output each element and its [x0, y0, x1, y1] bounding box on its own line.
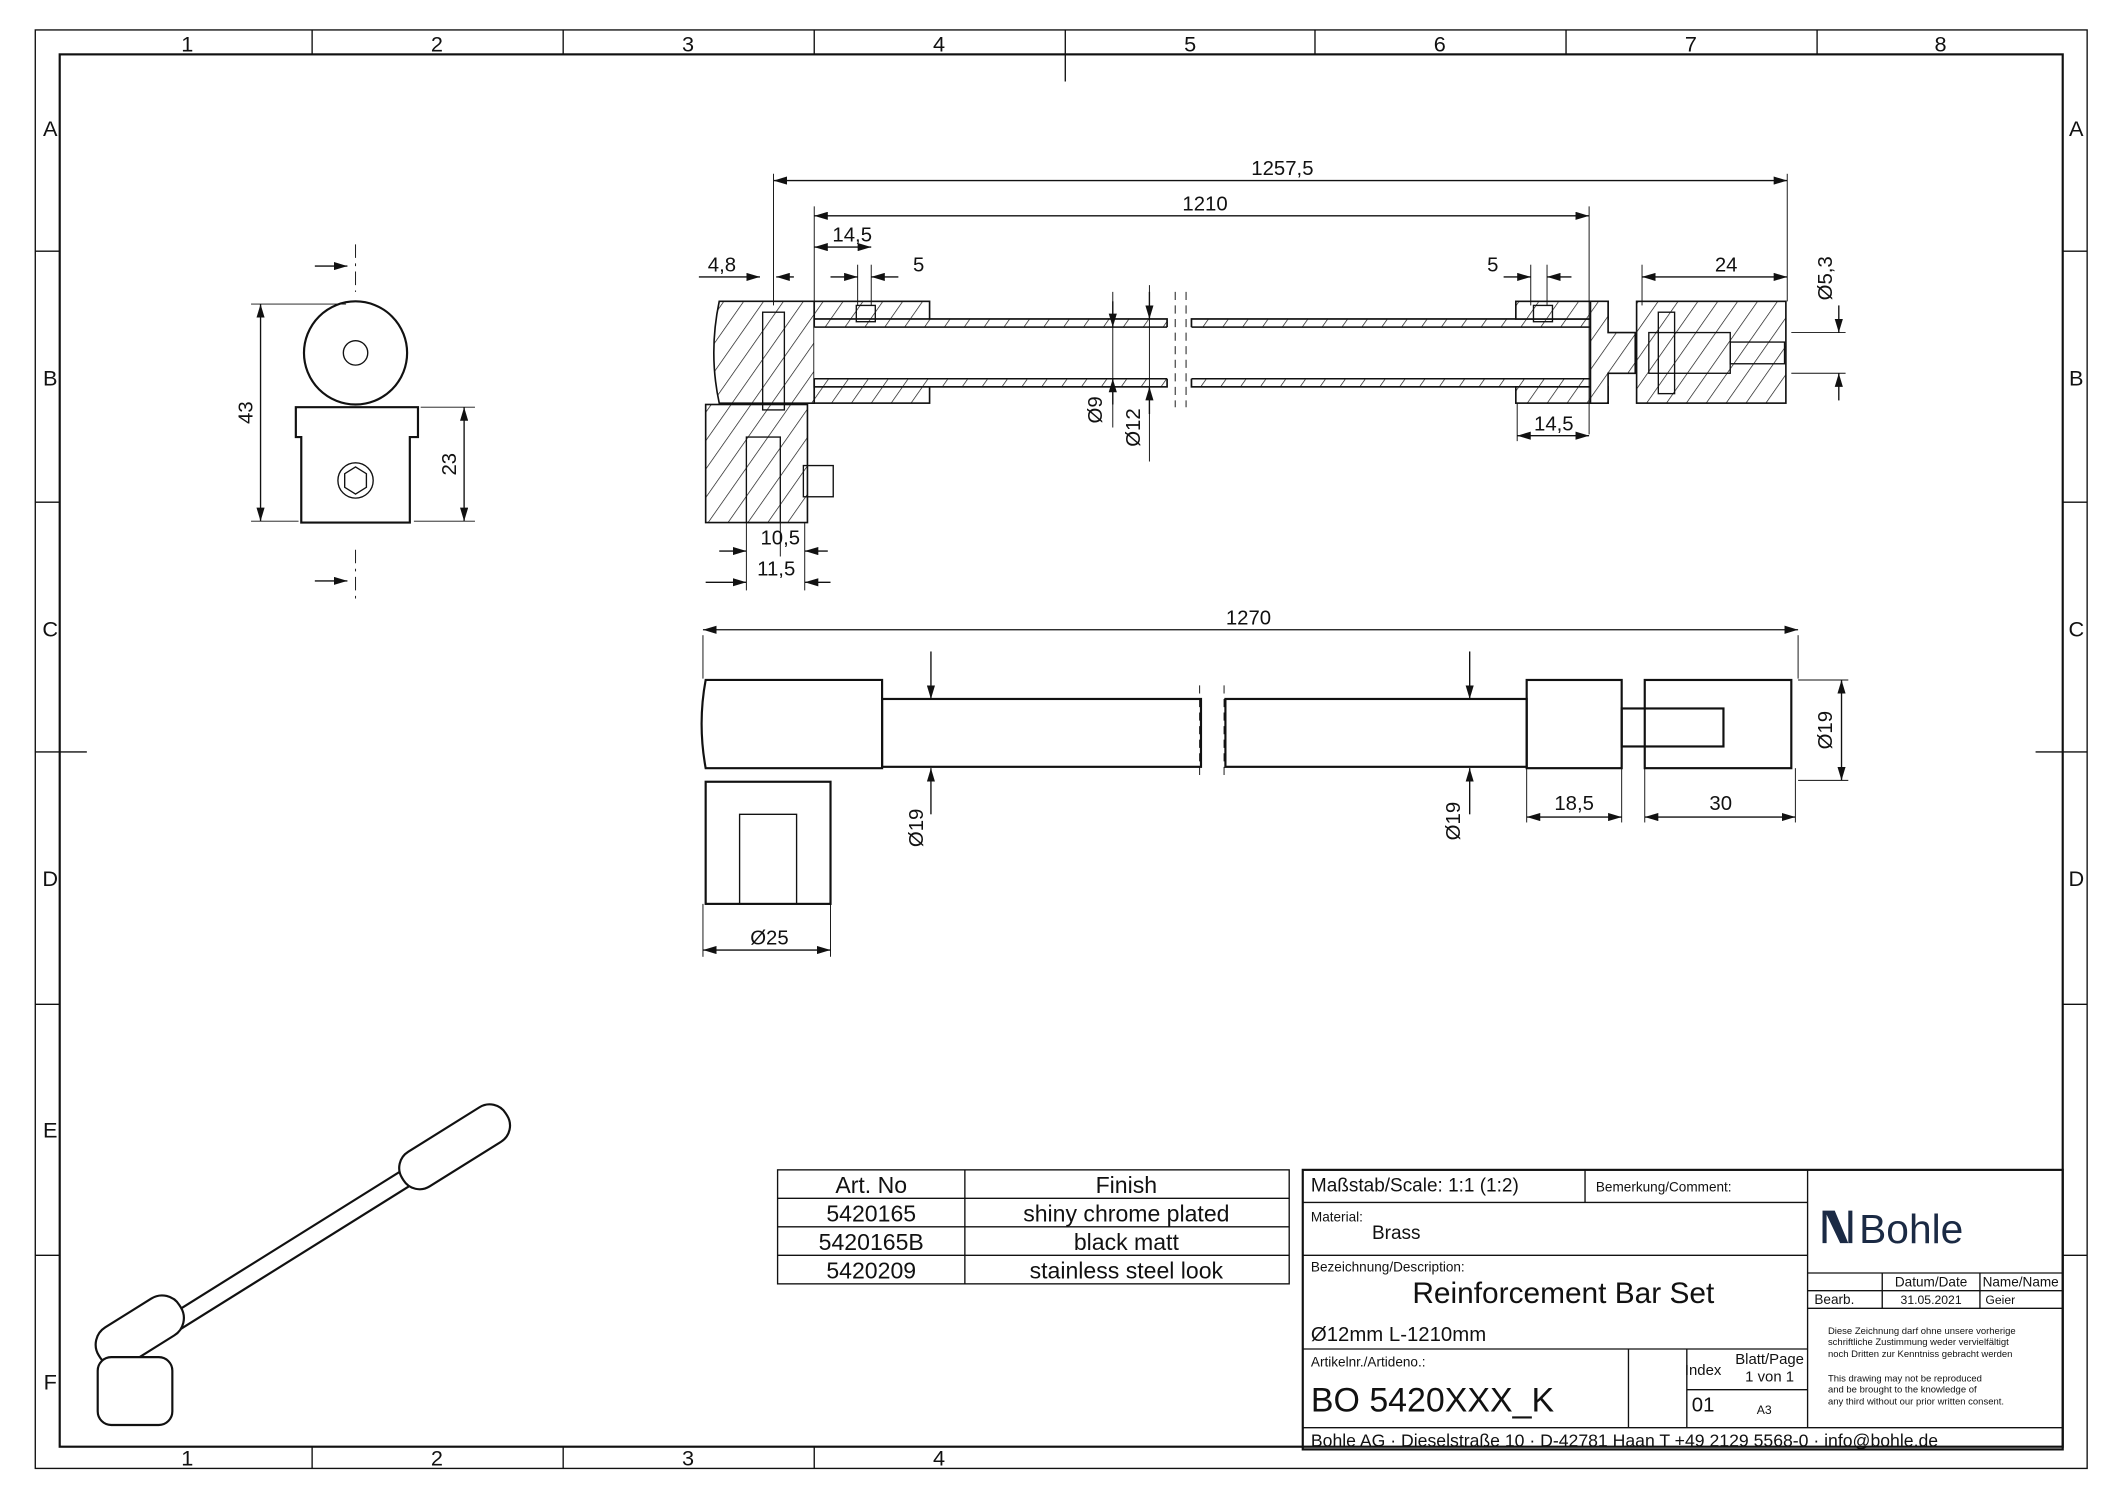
- notice-line: schriftliche Zustimmung weder vervielfäl…: [1828, 1337, 2009, 1348]
- dimension-label: Ø9: [1085, 396, 1107, 423]
- dimension-label: 1270: [1226, 607, 1271, 629]
- column-label: 5: [1184, 32, 1196, 57]
- copyright-notice: Diese Zeichnung darf ohne unsere vorheri…: [1828, 1326, 2016, 1408]
- notice-line: Diese Zeichnung darf ohne unsere vorheri…: [1828, 1326, 2016, 1337]
- column-labels-bottom: 1 2 3 4: [181, 1446, 945, 1471]
- page-value: 1 von 1: [1745, 1369, 1794, 1386]
- column-label: 3: [682, 32, 694, 57]
- dimension-label: Ø12: [1123, 408, 1145, 446]
- row-label: D: [42, 866, 58, 891]
- column-labels-top: 1 2 3 4 5 6 7 8: [181, 32, 1946, 57]
- sheet-frame: [34, 29, 2088, 1470]
- dimension-label: 1210: [1182, 193, 1227, 215]
- table-cell: stainless steel look: [1030, 1257, 1224, 1283]
- finish-table: Art. No Finish 5420165 shiny chrome plat…: [776, 1169, 1290, 1285]
- table-cell: black matt: [1074, 1229, 1180, 1255]
- scale-label: Maßstab/Scale: 1:1 (1:2): [1311, 1176, 1519, 1197]
- dimension-label: 5: [1487, 254, 1498, 276]
- dimension-label: 14,5: [832, 225, 872, 247]
- column-label: 2: [431, 32, 443, 57]
- column-label: 1: [181, 32, 193, 57]
- date-label: Datum/Date: [1895, 1275, 1967, 1290]
- column-label: 6: [1434, 32, 1446, 57]
- sheet-format: A3: [1757, 1403, 1772, 1417]
- company-footer: Bohle AG · Dieselstraße 10 · D-42781 Haa…: [1311, 1431, 1938, 1451]
- row-label: F: [44, 1370, 57, 1395]
- dimension-label: 24: [1715, 254, 1738, 276]
- dimension-label: 18,5: [1554, 793, 1594, 815]
- dimension-label: 23: [439, 453, 461, 476]
- notice-line: any third without our prior written cons…: [1828, 1397, 2004, 1408]
- side-view: 43 23: [235, 244, 475, 604]
- table-cell: 5420165B: [819, 1229, 924, 1255]
- dimension-label: 10,5: [760, 527, 800, 549]
- dimension-label: 30: [1709, 793, 1732, 815]
- table-cell: shiny chrome plated: [1023, 1200, 1229, 1226]
- dimension-label: 11,5: [757, 558, 795, 580]
- name-value: Geier: [1985, 1293, 2015, 1307]
- dimension-label: 4,8: [708, 254, 736, 276]
- notice-line: noch Dritten zur Kenntniss gebracht werd…: [1828, 1349, 2013, 1360]
- dimension-label: 5: [913, 254, 924, 276]
- column-label: 7: [1685, 32, 1697, 57]
- article-number: BO 5420XXX_K: [1311, 1381, 1555, 1419]
- column-label: 8: [1935, 32, 1947, 57]
- row-label: D: [2068, 866, 2084, 891]
- dimension-label: 43: [235, 401, 257, 424]
- front-view: 1270 Ø19 Ø19 Ø19 18,5 30 Ø25: [700, 607, 1849, 957]
- index-value: 01: [1692, 1394, 1715, 1416]
- description-value: Reinforcement Bar Set: [1412, 1277, 1715, 1310]
- section-view: 1257,5 1210 14,5 5 4,8 5 24 14,5 Ø5,3 Ø9…: [698, 158, 1846, 591]
- table-cell: 5420165: [826, 1200, 916, 1226]
- article-label: Artikelnr./Artideno.:: [1311, 1355, 1426, 1370]
- notice-line: and be brought to the knowledge of: [1828, 1384, 1977, 1395]
- dimension-label: Ø19: [1815, 711, 1837, 749]
- page-label: Blatt/Page: [1735, 1351, 1804, 1368]
- dimension-label: Ø19: [906, 809, 928, 847]
- notice-line: This drawing may not be reproduced: [1828, 1374, 1982, 1385]
- spec-value: Ø12mm L-1210mm: [1311, 1324, 1486, 1346]
- logo-text: Bohle: [1859, 1206, 1963, 1252]
- isometric-view: [94, 1103, 512, 1427]
- index-label: Index: [1685, 1362, 1722, 1379]
- table-header: Art. No: [835, 1172, 907, 1198]
- date-value: 31.05.2021: [1901, 1293, 1962, 1307]
- row-label: C: [2068, 617, 2084, 642]
- material-label: Material:: [1311, 1209, 1363, 1224]
- column-label: 3: [682, 1446, 694, 1471]
- row-label: B: [43, 365, 57, 390]
- dimension-label: Ø19: [1443, 802, 1465, 840]
- column-label: 2: [431, 1446, 443, 1471]
- bohle-logo: Bohle: [1822, 1206, 1963, 1252]
- description-label: Bezeichnung/Description:: [1311, 1260, 1465, 1275]
- row-label: B: [2069, 365, 2083, 390]
- title-block: Maßstab/Scale: 1:1 (1:2) Bemerkung/Comme…: [1301, 1168, 2064, 1451]
- row-label: E: [43, 1117, 57, 1142]
- dimension-label: 1257,5: [1251, 158, 1313, 180]
- dimension-label: 14,5: [1534, 413, 1574, 435]
- row-label: A: [43, 116, 58, 141]
- table-header: Finish: [1096, 1172, 1157, 1198]
- row-label: A: [2069, 116, 2084, 141]
- table-cell: 5420209: [826, 1257, 916, 1283]
- dimension-label: Ø25: [750, 928, 788, 950]
- comment-label: Bemerkung/Comment:: [1596, 1180, 1732, 1195]
- row-labels: A B C D E F A B C D: [42, 116, 2084, 1395]
- row-label: C: [42, 617, 58, 642]
- material-value: Brass: [1372, 1223, 1421, 1244]
- dimension-label: Ø5,3: [1815, 256, 1837, 300]
- column-label: 4: [933, 32, 945, 57]
- edited-label: Bearb.: [1814, 1292, 1854, 1307]
- name-label: Name/Name: [1983, 1275, 2059, 1290]
- column-label: 4: [933, 1446, 945, 1471]
- column-label: 1: [181, 1446, 193, 1471]
